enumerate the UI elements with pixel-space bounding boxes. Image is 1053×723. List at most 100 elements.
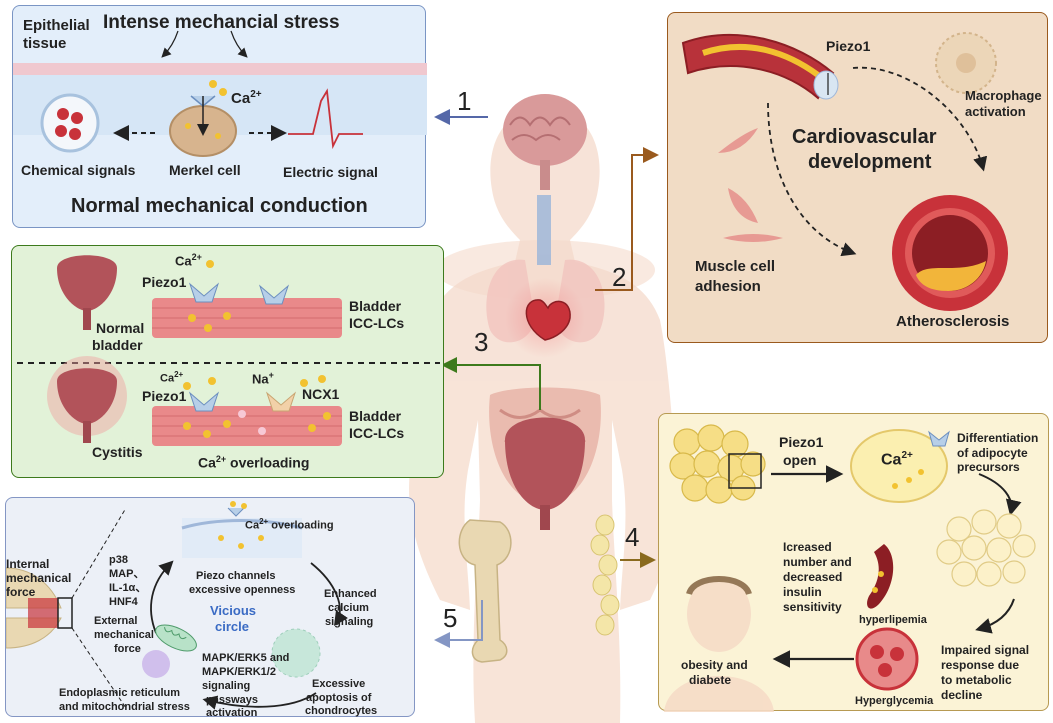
label-impaired-3: to metabolic [941, 673, 1012, 687]
number-3: 3 [474, 327, 489, 357]
label-hyperlipemia: hyperlipemia [859, 614, 927, 626]
label-inc-4: insulin [783, 585, 822, 599]
label-diff-1: Differentiation [957, 431, 1039, 445]
label-ca-top: Ca2+ [175, 252, 202, 269]
label-mapk-4: passways [206, 694, 258, 706]
label-ca-overloading: Ca2+ overloading [245, 517, 334, 532]
label-ncx1: NCX1 [302, 386, 340, 402]
label-piezo-2: excessive openness [189, 584, 296, 596]
panel1-graphics [13, 30, 427, 157]
person-icon [664, 576, 774, 712]
label-ca: Ca2+ [231, 89, 262, 107]
number-1: 1 [457, 86, 472, 116]
label-piezo1-top: Piezo1 [142, 274, 187, 290]
label-impaired-1: Impaired signal [941, 643, 1030, 657]
label-er-2: and mitochondrial stress [59, 701, 190, 713]
label-impaired-2: response due [941, 658, 1020, 672]
label-electric-signal: Electric signal [283, 164, 378, 180]
label-excessive-1: Excessive [312, 678, 366, 690]
label-vicious-1: Vicious [210, 603, 257, 618]
label-obesity-2: diabete [689, 673, 732, 687]
label-piezo1-bot: Piezo1 [142, 388, 187, 404]
label-normal-2: bladder [92, 337, 143, 353]
knee-bone-icon [458, 519, 512, 663]
label-piezo1-1: Piezo1 [779, 434, 824, 450]
label-excessive-2: apoptosis of [306, 692, 372, 704]
label-muscle-2: adhesion [695, 278, 761, 295]
adipocyte-icon [850, 429, 948, 503]
label-cardio-2: development [808, 151, 932, 173]
label-cardio-1: Cardiovascular [792, 126, 937, 148]
label-normal-1: Normal [96, 320, 145, 336]
label-mapk-2: MAPK/ERK1/2 [202, 666, 276, 678]
label-enhanced-1: Enhanced [324, 588, 377, 600]
mitochondria-icon [155, 624, 197, 652]
panel5-graphics [6, 501, 348, 710]
label-mapk-3: signaling [202, 680, 251, 692]
label-bladder-bot-1: Bladder [349, 408, 402, 424]
label-tissue: tissue [23, 35, 67, 52]
panel-normal-conduction: Epithelial tissue Intense mechancial str… [12, 5, 427, 228]
panel2-graphics [681, 32, 1008, 311]
label-external-2: mechanical [94, 629, 154, 641]
label-ca-overloading: Ca2+ overloading [198, 454, 310, 471]
label-ca: Ca2+ [881, 450, 913, 469]
label-diff-3: precursors [957, 460, 1020, 474]
label-inc-1: Icreased [783, 540, 832, 554]
label-excessive-3: chondrocytes [305, 705, 378, 717]
label-chemical-signals: Chemical signals [21, 162, 136, 178]
panel-cardiovascular: Piezo1 Macrophage activation Cardiovascu… [667, 12, 1048, 343]
label-internal-3: force [6, 585, 36, 599]
label-external-1: External [94, 615, 138, 627]
label-piezo1-2: open [783, 452, 817, 468]
label-p38-2: MAP、 [109, 568, 145, 580]
label-piezo1: Piezo1 [826, 38, 871, 54]
label-atherosclerosis: Atherosclerosis [896, 313, 1010, 330]
label-bladder-top-2: ICC-LCs [349, 315, 405, 331]
label-p38-4: HNF4 [109, 596, 138, 608]
adipocyte-expanded-icon [936, 509, 1036, 587]
label-p38-3: IL-1α、 [109, 582, 147, 594]
label-cystitis: Cystitis [92, 444, 143, 460]
label-ca-bot: Ca2+ [160, 370, 184, 385]
label-diff-2: of adipocyte [957, 446, 1028, 460]
label-enhanced-2: calcium [328, 602, 369, 614]
chondrocyte-icon [271, 628, 321, 678]
label-internal-1: Internal [6, 557, 50, 571]
label-external-3: force [114, 643, 141, 655]
label-macrophage-1: Macrophage [965, 88, 1042, 103]
heart-icon [525, 299, 571, 341]
muscle-cell-icon [718, 128, 758, 153]
label-piezo-1: Piezo channels [196, 570, 276, 582]
label-vicious-2: circle [215, 619, 249, 634]
label-mapk-1: MAPK/ERK5 and [202, 652, 290, 664]
er-icon [142, 650, 170, 678]
arrow-5 [434, 600, 483, 648]
label-macrophage-2: activation [965, 104, 1026, 119]
brain-icon [503, 94, 587, 190]
label-inc-5: sensitivity [783, 600, 842, 614]
number-2: 2 [612, 262, 627, 292]
arrow-3 [441, 357, 541, 410]
normal-bladder-icon [57, 255, 117, 311]
panel-obesity: Piezo1 open Ca2+ Differentiation of adip… [658, 413, 1049, 712]
label-enhanced-3: signaling [325, 616, 374, 628]
number-4: 4 [625, 522, 640, 552]
hyperglycemia-icon [855, 627, 919, 691]
panel-vicious-circle: Internal mechanical force p38 MAP、 IL-1α… [5, 497, 415, 719]
label-impaired-4: decline [941, 688, 983, 702]
label-internal-2: mechanical [6, 571, 72, 585]
label-muscle-1: Muscle cell [695, 258, 776, 275]
fat-tissue-icon [590, 514, 620, 636]
label-er-1: Endoplasmic reticulum [59, 687, 181, 699]
panel-bladder: Ca2+ Piezo1 Bladder ICC-LCs Normal bladd… [11, 245, 444, 478]
label-na: Na+ [252, 370, 274, 387]
bladder-icon [505, 417, 585, 530]
cystitis-bladder-icon [57, 368, 117, 424]
label-mapk-5: activation [206, 707, 258, 719]
label-merkel-cell: Merkel cell [169, 162, 241, 178]
label-bladder-top-1: Bladder [349, 298, 402, 314]
panel4-graphics [664, 424, 1036, 712]
panel3-graphics [17, 255, 440, 446]
